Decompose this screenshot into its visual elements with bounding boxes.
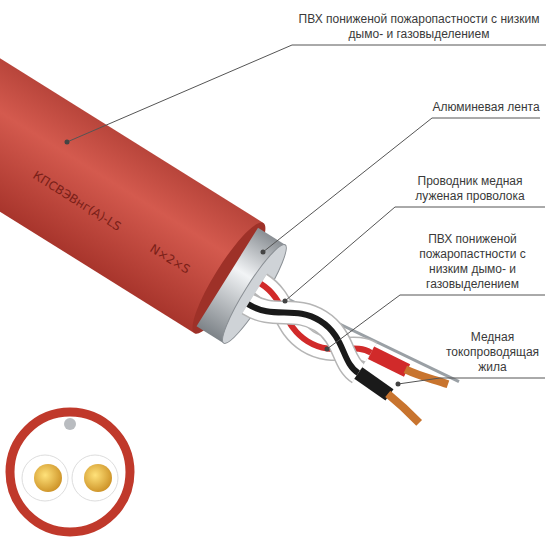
leader-dot <box>396 382 401 387</box>
leader-dot <box>325 347 330 352</box>
leader-line <box>398 378 440 384</box>
leader-line <box>285 207 395 301</box>
callout-label: Проводник медная луженая проволока <box>395 174 545 204</box>
label-underline <box>395 207 545 208</box>
callout-label: Алюминевая лента <box>432 100 540 115</box>
leader-dot <box>261 250 266 255</box>
callout-label: Медная токопроводящая жила <box>440 330 545 375</box>
label-underline <box>292 45 546 46</box>
leader-dot <box>65 140 70 145</box>
label-underline <box>432 118 540 119</box>
leader-line <box>327 295 400 349</box>
cable <box>0 0 475 466</box>
leader-line <box>263 118 432 252</box>
callout-label: ПВХ пониженой пожаропастности с низким д… <box>400 232 545 292</box>
callout-label: ПВХ пониженой пожаропастности с низким д… <box>292 12 546 42</box>
leader-dot <box>283 299 288 304</box>
label-underline <box>440 378 545 379</box>
cross-section <box>10 412 130 532</box>
label-underline <box>400 295 545 296</box>
leader-line <box>67 45 292 142</box>
